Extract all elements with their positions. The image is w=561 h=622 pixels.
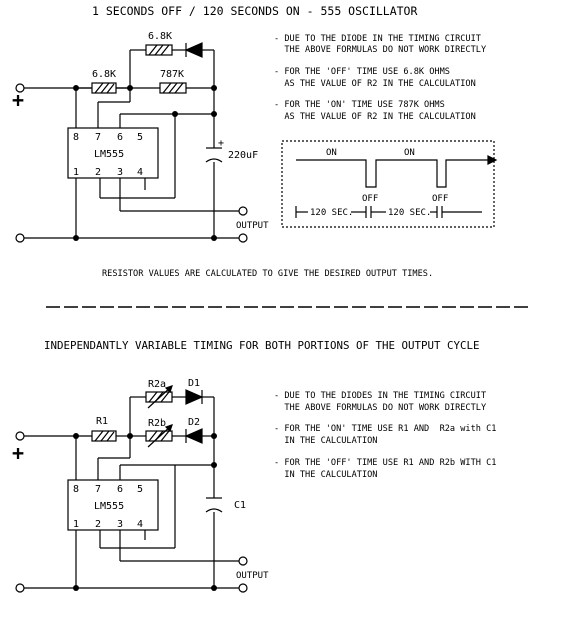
bottom-note-4: IN THE CALCULATION	[274, 436, 377, 446]
top-resistor-6k8	[91, 82, 117, 94]
bottom-label-d2: D2	[188, 417, 200, 428]
bottom-note-2: THE ABOVE FORMULAS DO NOT WORK DIRECTLY	[274, 403, 487, 413]
top-timing-on-1: ON	[326, 148, 337, 158]
top-label-r-upper: 6.8K	[148, 31, 172, 42]
bottom-pin-2: 2	[95, 519, 101, 530]
top-note-1: - DUE TO THE DIODE IN THE TIMING CIRCUIT	[274, 34, 481, 44]
bottom-capacitor	[205, 497, 223, 513]
top-pin-1: 1	[73, 167, 79, 178]
top-output-label: OUTPUT	[236, 221, 269, 231]
top-note-6: AS THE VALUE OF R2 IN THE CALCULATION	[274, 112, 476, 122]
top-resistor-787k	[159, 82, 187, 94]
bottom-label-r1: R1	[96, 416, 108, 427]
bottom-title: INDEPENDANTLY VARIABLE TIMING FOR BOTH P…	[44, 339, 480, 352]
top-pin-5: 5	[137, 132, 143, 143]
bottom-pin-4: 4	[137, 519, 143, 530]
top-pin-8: 8	[73, 132, 79, 143]
top-note-4: AS THE VALUE OF R2 IN THE CALCULATION	[274, 79, 476, 89]
bottom-pin-1: 1	[73, 519, 79, 530]
bottom-output-label: OUTPUT	[236, 571, 269, 581]
top-pin-3: 3	[117, 167, 123, 178]
top-terminals	[15, 83, 248, 243]
top-footnote: RESISTOR VALUES ARE CALCULATED TO GIVE T…	[102, 269, 433, 279]
top-note-3: - FOR THE 'OFF' TIME USE 6.8K OHMS	[274, 67, 450, 77]
top-pin-7: 7	[95, 132, 101, 143]
bottom-wires	[22, 396, 240, 589]
bottom-ic-label: LM555	[94, 501, 124, 512]
bottom-pin-6: 6	[117, 484, 123, 495]
bottom-pin-7: 7	[95, 484, 101, 495]
top-wires	[22, 49, 240, 239]
bottom-plus-sign: +	[12, 441, 24, 465]
top-ic-lm555	[67, 127, 159, 179]
bottom-label-d1: D1	[188, 378, 200, 389]
top-timing-off-2: OFF	[432, 194, 448, 204]
bottom-junctions	[73, 433, 217, 591]
bottom-resistor-r1	[91, 430, 117, 442]
top-title: 1 SECONDS OFF / 120 SECONDS ON - 555 OSC…	[92, 4, 417, 18]
top-ic-label: LM555	[94, 149, 124, 160]
top-timing-on-2: ON	[404, 148, 415, 158]
bottom-diode-d1	[185, 389, 204, 405]
top-label-r2: 787K	[160, 69, 184, 80]
bottom-resistor-r2b	[145, 424, 173, 448]
top-junctions	[73, 85, 217, 241]
top-timing-diagram	[281, 140, 498, 228]
top-timing-sec-1: 120 SEC.	[310, 208, 353, 218]
bottom-note-1: - DUE TO THE DIODES IN THE TIMING CIRCUI…	[274, 391, 486, 401]
top-note-5: - FOR THE 'ON' TIME USE 787K OHMS	[274, 100, 445, 110]
bottom-ic-lm555	[67, 479, 159, 531]
bottom-terminals	[15, 431, 248, 593]
top-diode	[184, 42, 203, 58]
top-note-2: THE ABOVE FORMULAS DO NOT WORK DIRECTLY	[274, 45, 487, 55]
bottom-resistor-r2a	[145, 385, 173, 409]
bottom-diode-d2	[184, 428, 203, 444]
top-label-r1: 6.8K	[92, 69, 116, 80]
top-pin-6: 6	[117, 132, 123, 143]
top-timing-sec-2: 120 SEC.	[388, 208, 431, 218]
bottom-note-5: - FOR THE 'OFF' TIME USE R1 AND R2b WITH…	[274, 458, 496, 468]
bottom-pin-8: 8	[73, 484, 79, 495]
top-plus-sign: +	[12, 88, 24, 112]
bottom-circuit: INDEPENDANTLY VARIABLE TIMING FOR BOTH P…	[12, 339, 496, 593]
top-circuit: 1 SECONDS OFF / 120 SECONDS ON - 555 OSC…	[12, 4, 498, 279]
top-timing-off-1: OFF	[362, 194, 378, 204]
top-cap-polarity: +	[218, 138, 224, 149]
bottom-note-6: IN THE CALCULATION	[274, 470, 377, 480]
bottom-label-cap: C1	[234, 500, 246, 511]
top-capacitor	[205, 147, 223, 163]
top-resistor-6k8-upper	[145, 44, 173, 56]
bottom-pin-5: 5	[137, 484, 143, 495]
top-pin-4: 4	[137, 167, 143, 178]
bottom-label-r2b: R2b	[148, 418, 166, 429]
bottom-pin-3: 3	[117, 519, 123, 530]
top-pin-2: 2	[95, 167, 101, 178]
bottom-note-3: - FOR THE 'ON' TIME USE R1 AND R2a with …	[274, 424, 496, 434]
top-label-cap: 220uF	[228, 150, 258, 161]
bottom-label-r2a: R2a	[148, 379, 166, 390]
